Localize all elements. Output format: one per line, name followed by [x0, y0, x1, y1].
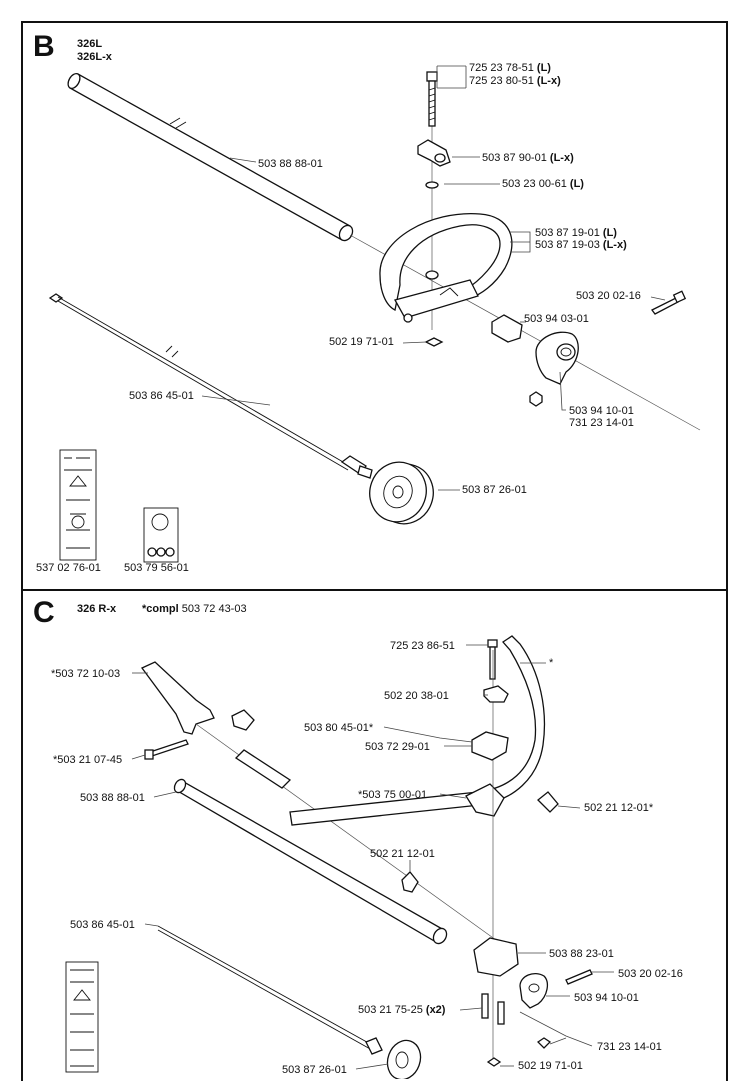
clip-illustration-c [401, 871, 419, 893]
part-number-label: 503 86 45-01 [70, 919, 135, 931]
housing-illustration-c [473, 937, 519, 977]
part-number-label: 502 21 12-01* [584, 802, 654, 814]
screw-left-illustration-c [144, 739, 189, 760]
handle-illustration-b [379, 213, 513, 323]
part-number-label: *503 75 00-01 [358, 789, 428, 801]
part-number-label: 503 88 23-01 [549, 948, 614, 960]
part-number-label: 503 94 10-01 [569, 405, 634, 417]
clamp-block-illustration-c [471, 731, 509, 761]
part-number-label: 503 72 29-01 [365, 741, 430, 753]
decal-sheet-503-illustration [143, 507, 179, 563]
part-number-label: 503 79 56-01 [124, 562, 189, 574]
part-number-label: 503 20 02-16 [576, 290, 641, 302]
shaft-illustration-b [48, 293, 373, 479]
bike-handle-illustration-c [289, 635, 559, 826]
guard-wheel-illustration-b [369, 461, 434, 525]
part-number-label: 502 19 71-01 [329, 336, 394, 348]
part-number-label: 503 86 45-01 [129, 390, 194, 402]
part-number-label: 503 87 19-01 (L) [535, 227, 617, 239]
part-number-label: 503 21 75-25 (x2) [358, 1004, 446, 1016]
tube-illustration-b [67, 72, 354, 242]
decal-sheet-537-illustration [59, 449, 97, 561]
nut-washer-illustration-c [536, 1037, 552, 1049]
part-number-label: 503 80 45-01* [304, 722, 374, 734]
part-number-label: 502 20 38-01 [384, 690, 449, 702]
part-number-label: 503 88 88-01 [80, 792, 145, 804]
decal-sheet-illustration-c [65, 961, 99, 1073]
part-number-label: 537 02 76-01 [36, 562, 101, 574]
part-number-label: 731 23 14-01 [569, 417, 634, 429]
part-number-label: 503 94 03-01 [524, 313, 589, 325]
part-number-label: 503 88 88-01 [258, 158, 323, 170]
part-number-label: *503 72 10-03 [51, 668, 121, 680]
part-number-label: *503 21 07-45 [53, 754, 123, 766]
part-number-label: 503 87 19-03 (L-x) [535, 239, 627, 251]
part-number-label: 503 94 10-01 [574, 992, 639, 1004]
part-number-label: 503 20 02-16 [618, 968, 683, 980]
section-letter-b: B [33, 30, 55, 63]
part-number-label: 503 87 26-01 [462, 484, 527, 496]
model-label: 326L [77, 38, 103, 50]
washer-illustration-b [425, 181, 439, 189]
shaft-illustration-c [157, 925, 383, 1055]
screw-illustration-b [651, 290, 687, 315]
part-number-label: 731 23 14-01 [597, 1041, 662, 1053]
clamp-illustration-b [491, 314, 523, 343]
part-number-label: 503 87 90-01 (L-x) [482, 152, 574, 164]
nut-illustration-b [424, 337, 444, 347]
screw-right-illustration-c [565, 969, 593, 985]
part-number-label: 502 19 71-01 [518, 1060, 583, 1072]
nut-illustration-c [486, 1057, 502, 1067]
section-letter-c: C [33, 596, 55, 629]
part-number-label: 503 87 26-01 [282, 1064, 347, 1076]
knob-illustration-b [417, 139, 451, 167]
part-number-label: 725 23 86-51 [390, 640, 455, 652]
screws-x2-illustration-c [481, 993, 505, 1025]
section-c-panel [21, 589, 728, 1081]
model-label: 326L-x [77, 51, 112, 63]
knob-illustration-c [483, 685, 509, 703]
hex-nut-illustration-b [529, 391, 543, 407]
guard-top-illustration-c [141, 661, 215, 735]
tube-illustration-c [173, 749, 448, 945]
part-number-label: 725 23 78-51 (L) [469, 62, 551, 74]
bracket-illustration-c [519, 972, 549, 1009]
model-label: 326 R-x [77, 603, 117, 615]
small-clamp-illustration-c [231, 709, 255, 731]
bracket-illustration-b [535, 331, 579, 385]
part-number-label: * [549, 657, 554, 669]
compl-label: *compl 503 72 43-03 [142, 603, 247, 615]
bolt-illustration-b [426, 71, 438, 127]
part-number-label: 503 23 00-61 (L) [502, 178, 584, 190]
part-number-label: 502 21 12-01 [370, 848, 435, 860]
part-number-label: 725 23 80-51 (L-x) [469, 75, 561, 87]
bolt-illustration-c [487, 639, 498, 680]
